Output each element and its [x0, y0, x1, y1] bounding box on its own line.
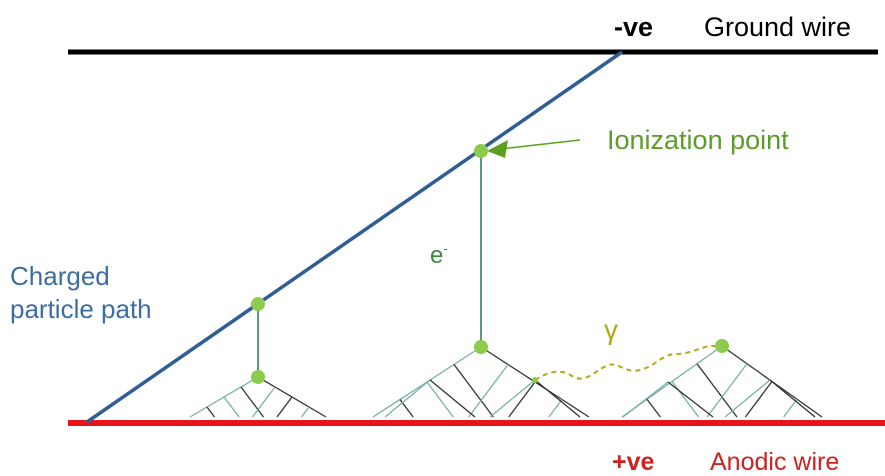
avalanche-left: [189, 376, 327, 418]
ionization-arrow-head: [487, 140, 508, 158]
avalanche-branch: [724, 379, 771, 418]
avalanche-branch: [240, 386, 265, 418]
charged-particle-path: [86, 50, 623, 424]
ionization-arrow-line: [499, 139, 581, 150]
avalanche-branch: [276, 396, 293, 418]
negative-sign-label: -ve: [614, 12, 654, 42]
avalanche-branch: [223, 396, 240, 418]
electron-label: e-: [430, 241, 448, 269]
avalanche-branch: [384, 379, 431, 418]
avalanche-node: [715, 339, 729, 353]
avalanche-branch: [206, 406, 216, 418]
avalanche-branch: [468, 364, 509, 418]
avalanche-branch: [489, 379, 536, 418]
avalanche-branch: [300, 406, 310, 418]
particle-path-label-line2: particle path: [10, 294, 152, 324]
anodic-wire-label: Anodic wire: [710, 448, 840, 476]
avalanche-right: [621, 345, 823, 418]
ionization-node: [474, 144, 488, 158]
avalanche-branch: [399, 399, 414, 418]
avalanche-node: [474, 340, 488, 354]
avalanche-branch: [667, 381, 714, 418]
avalanche-branch: [706, 363, 748, 418]
avalanche-branch: [769, 379, 816, 418]
ionization-point-label: Ionization point: [607, 125, 789, 155]
ground-wire-label: Ground wire: [704, 12, 852, 42]
particle-path-label: Charged particle path: [10, 260, 152, 326]
avalanche-branch: [453, 364, 494, 418]
avalanche-branch: [251, 386, 276, 418]
electron-symbol: e: [430, 242, 444, 269]
avalanche-branch: [696, 363, 738, 418]
avalanche-branch: [534, 379, 581, 418]
avalanche-node: [251, 370, 265, 384]
avalanche-branch: [744, 381, 773, 418]
avalanche-branch: [783, 398, 798, 418]
avalanche-branch: [426, 381, 454, 418]
photon-path: [534, 345, 722, 381]
avalanche-branch: [646, 398, 661, 418]
avalanche-branch: [548, 399, 563, 418]
ionization-node: [251, 297, 265, 311]
particle-path-label-line1: Charged: [10, 261, 110, 291]
avalanche-branch: [671, 381, 700, 418]
photon-label: γ: [604, 314, 618, 345]
avalanche-branch: [622, 381, 669, 418]
avalanche-branch: [429, 379, 476, 418]
positive-sign-label: +ve: [612, 448, 655, 476]
electron-charge: -: [443, 241, 448, 256]
photon-origin-dot: [532, 377, 538, 383]
avalanche-center: [372, 346, 590, 418]
avalanche-branch: [508, 381, 536, 418]
